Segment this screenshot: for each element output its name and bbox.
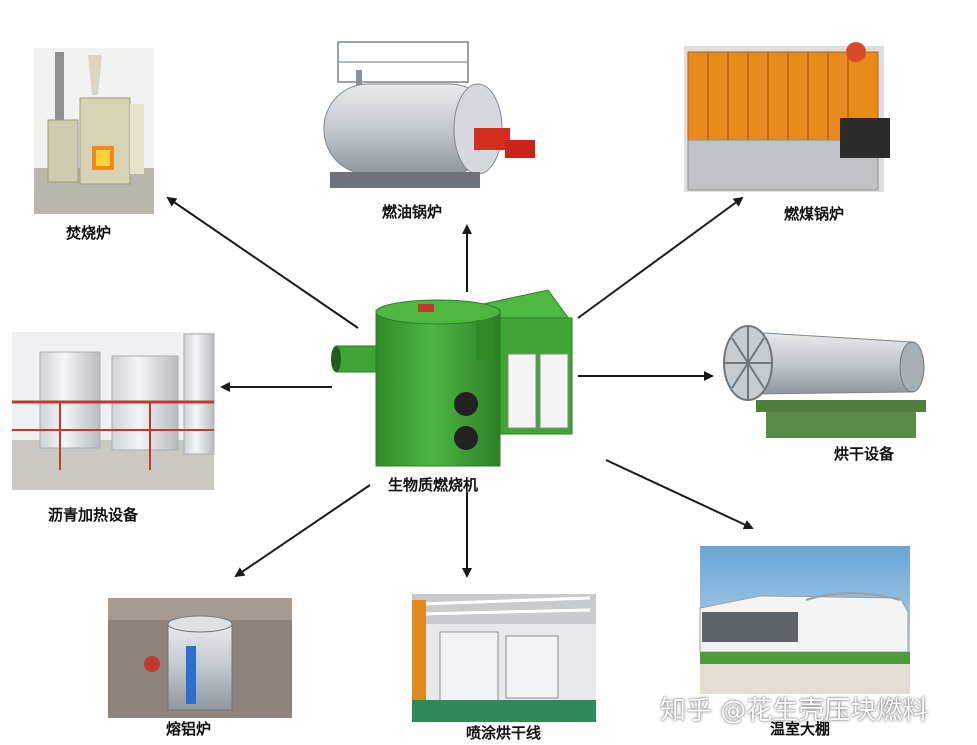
greenhouse-illustration	[699, 546, 910, 694]
aluminum-illustration	[108, 598, 292, 718]
label-spray-line: 喷涂烘干线	[466, 724, 541, 742]
oil-boiler-illustration	[323, 41, 535, 188]
arrows	[166, 196, 754, 578]
label-aluminum: 熔铝炉	[166, 720, 211, 738]
biomass-burner-illustration	[331, 289, 573, 467]
spray-line-illustration	[412, 594, 596, 722]
asphalt-illustration	[12, 332, 215, 490]
arrow-to-aluminum	[234, 484, 371, 578]
label-dryer: 烘干设备	[834, 445, 895, 463]
arrow-to-incinerator	[166, 196, 359, 329]
arrow-to-coal-boiler	[577, 196, 744, 319]
arrow-to-greenhouse	[605, 459, 754, 530]
watermark: 知乎 @花生壳压块燃料	[660, 696, 929, 726]
label-incinerator: 焚烧炉	[65, 224, 111, 242]
label-greenhouse: 温室大棚	[770, 720, 830, 738]
label-oil-boiler: 燃油锅炉	[382, 203, 442, 221]
coal-boiler-illustration	[684, 42, 890, 192]
label-coal-boiler: 燃煤锅炉	[784, 205, 844, 223]
center-label: 生物质燃烧机	[388, 476, 478, 494]
incinerator-illustration	[34, 48, 154, 214]
dryer-illustration	[723, 325, 926, 438]
label-asphalt: 沥青加热设备	[48, 506, 139, 524]
